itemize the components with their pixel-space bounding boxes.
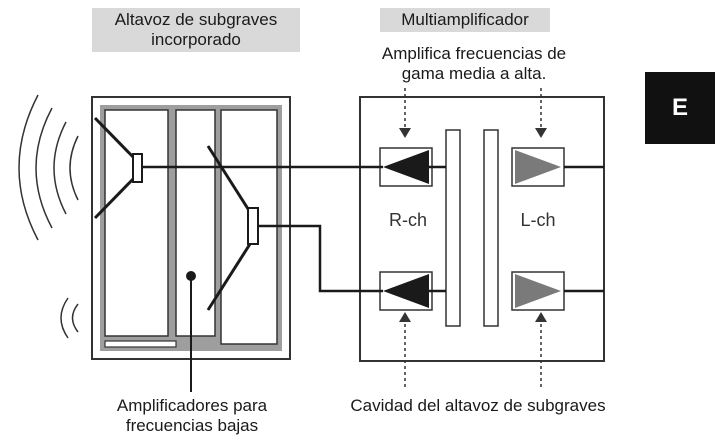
low-amp-annotation-line1: Amplificadores para xyxy=(116,396,268,415)
sound-waves-left xyxy=(18,94,79,241)
r-ch-lower-amp xyxy=(379,271,433,311)
low-amp-annotation-line2: frecuencias bajas xyxy=(125,416,259,435)
subwoofer-header: Altavoz de subgraves incorporado xyxy=(92,8,300,52)
mid-high-annotation-line1: Amplifica frecuencias de xyxy=(381,44,567,63)
l-ch-label: L-ch xyxy=(520,210,556,230)
arrow-heads xyxy=(399,128,547,322)
dashed-arrows xyxy=(404,88,542,388)
left-channel-bus xyxy=(483,129,499,327)
sound-waves-port xyxy=(60,297,79,339)
front-speaker-driver xyxy=(93,116,143,220)
left-chamber xyxy=(104,109,169,337)
center-chamber xyxy=(175,109,216,337)
bass-port xyxy=(104,340,177,348)
section-tab: E xyxy=(645,72,715,144)
subwoofer-driver xyxy=(206,145,259,311)
right-channel-bus xyxy=(445,129,461,327)
mid-high-annotation: Amplifica frecuencias de gama media a al… xyxy=(354,44,594,84)
subwoofer-header-line2: incorporado xyxy=(151,30,241,49)
l-ch-lower-amp xyxy=(511,271,565,311)
cavity-annotation: Cavidad del altavoz de subgraves xyxy=(350,396,606,415)
signal-wires xyxy=(142,165,604,293)
l-ch-upper-amp xyxy=(511,147,565,187)
multiamp-box xyxy=(359,96,605,362)
low-amp-leader-dot xyxy=(186,271,196,281)
multiamp-header: Multiamplificador xyxy=(380,8,550,32)
low-amp-annotation: Amplificadores para frecuencias bajas xyxy=(92,396,292,436)
r-ch-label: R-ch xyxy=(388,210,427,230)
mid-high-annotation-line2: gama media a alta. xyxy=(401,64,547,83)
subwoofer-header-line1: Altavoz de subgraves xyxy=(114,10,278,29)
r-ch-upper-amp xyxy=(379,147,433,187)
wire-subwoofer xyxy=(258,224,383,293)
